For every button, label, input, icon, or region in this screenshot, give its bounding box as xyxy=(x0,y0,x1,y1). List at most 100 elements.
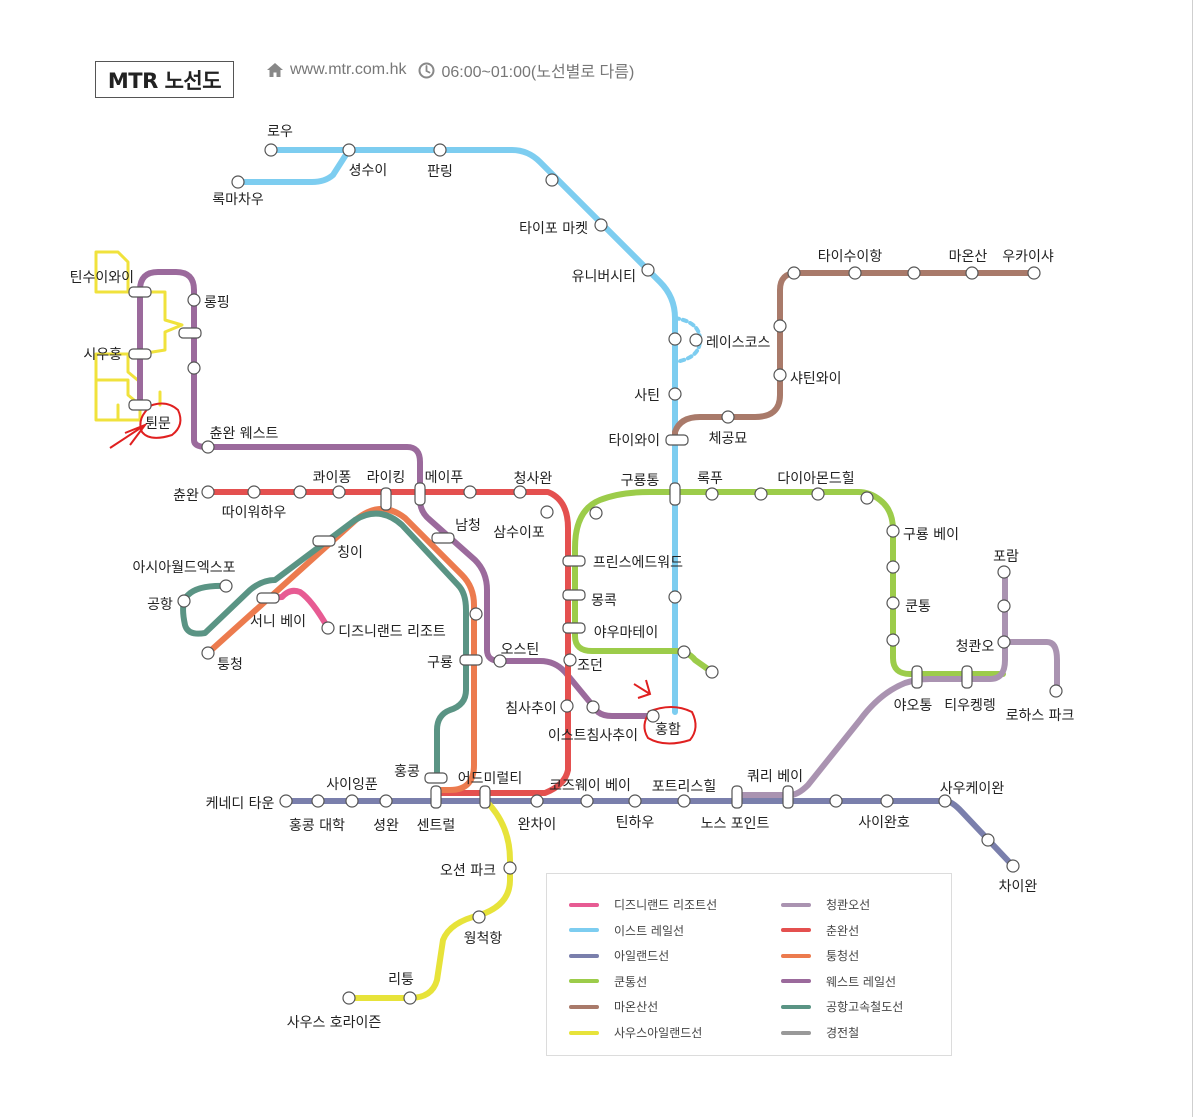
station-lowu xyxy=(264,143,278,157)
station-hunghom xyxy=(646,709,660,723)
label-racecourse: 레이스코스 xyxy=(706,335,771,351)
station-marker xyxy=(754,487,768,501)
station-admiralty xyxy=(479,785,491,809)
label-fortresshill: 포트리스힐 xyxy=(652,779,716,795)
station-quarrybay xyxy=(782,785,794,809)
legend-swatch xyxy=(781,953,811,958)
label-fanling: 판링 xyxy=(427,164,453,180)
label-kowloontong: 구룡통 xyxy=(621,473,660,489)
tung-chung-line xyxy=(205,506,477,793)
station-kowloontong xyxy=(669,482,681,506)
label-kowloon: 구룡 xyxy=(427,655,453,671)
legend-label: 쿤통선 xyxy=(614,974,648,989)
label-chaiwan: 차이완 xyxy=(999,879,1038,895)
station-marker xyxy=(668,332,682,346)
station-sheungwan xyxy=(379,794,393,808)
station-oceanpark xyxy=(503,861,517,875)
station-lohaspark xyxy=(1049,684,1063,698)
station-shatin xyxy=(668,387,682,401)
station-tuenmun xyxy=(128,399,152,411)
legend-label: 디즈니랜드 리조트선 xyxy=(614,898,718,912)
station-fortresshill xyxy=(677,794,691,808)
station-marker xyxy=(860,491,874,505)
station-leitung xyxy=(403,991,417,1005)
station-marker xyxy=(787,266,801,280)
label-meifoo: 메이푸 xyxy=(425,470,464,486)
annotations xyxy=(109,402,697,745)
legend-label: 아일랜드선 xyxy=(614,949,670,964)
station-tsimshatsui xyxy=(560,699,574,713)
label-sheungshui: 셩수이 xyxy=(349,163,388,179)
station-tiukengleng xyxy=(961,665,973,689)
label-tinshuiwai: 틴수이와이 xyxy=(70,270,134,286)
label-shamshuipo: 삼수이포 xyxy=(493,525,545,541)
label-admiralty: 어드미럴티 xyxy=(458,771,522,787)
legend-swatch xyxy=(781,979,811,984)
label-laiking: 라이킹 xyxy=(367,470,406,486)
legend-item: 웨스트 레일선 xyxy=(781,973,896,990)
station-shamshuipo xyxy=(540,505,554,519)
station-marker xyxy=(469,607,483,621)
label-hongkong: 홍콩 xyxy=(394,764,420,780)
label-taipo: 타이포 마켓 xyxy=(519,221,588,237)
label-sunnybay: 서니 베이 xyxy=(250,614,306,630)
station-eastsimshatsui xyxy=(586,700,600,714)
legend-swatch xyxy=(569,1030,599,1035)
station-taiwohau xyxy=(247,485,261,499)
airport-express-line xyxy=(180,510,469,781)
station-racecourse xyxy=(689,333,703,347)
station-marker xyxy=(705,665,719,679)
hung-hom-circle xyxy=(643,706,697,745)
station-taipo xyxy=(594,218,608,232)
station-shaukeiwan xyxy=(938,794,952,808)
ma-on-shan-line xyxy=(672,270,1037,441)
station-wongchukhang xyxy=(472,910,486,924)
hung-hom-arrow xyxy=(633,679,652,699)
station-kowloon xyxy=(459,654,483,666)
legend-label: 퉁청선 xyxy=(826,949,860,964)
label-shatinwai: 샤틴와이 xyxy=(790,371,842,387)
label-taiwai: 타이와이 xyxy=(608,433,660,449)
label-chekungtemple: 체공묘 xyxy=(709,431,748,447)
station-yautong xyxy=(911,665,923,689)
label-lokfu: 록푸 xyxy=(697,471,723,487)
label-kwaifong: 콰이퐁 xyxy=(313,470,352,486)
station-asiaworldexpo xyxy=(219,579,233,593)
legend-label: 이스트 레일선 xyxy=(614,923,685,938)
label-disneyland: 디즈니랜드 리조트 xyxy=(338,624,446,640)
legend-swatch xyxy=(781,902,811,907)
page-edge xyxy=(1192,0,1193,1117)
station-kwuntong xyxy=(886,596,900,610)
label-tsuenwanwest: 츈완 웨스트 xyxy=(210,426,279,442)
station-central xyxy=(430,785,442,809)
label-taiwohau: 따이워하우 xyxy=(222,505,287,521)
legend-swatch xyxy=(781,1004,811,1009)
website-link[interactable]: www.mtr.com.hk xyxy=(290,61,407,78)
legend-item: 춘완선 xyxy=(781,922,859,939)
station-tinhau xyxy=(628,794,642,808)
label-cheungshawan: 청사완 xyxy=(514,471,553,487)
station-marker xyxy=(677,645,691,659)
station-lokfu xyxy=(705,487,719,501)
station-polam xyxy=(997,565,1011,579)
stations xyxy=(128,143,1063,1005)
station-laiking xyxy=(380,487,392,511)
station-siuhong xyxy=(128,348,152,360)
label-shaukeiwan: 사우케이완 xyxy=(940,781,1005,797)
label-airport: 공항 xyxy=(147,597,173,613)
label-tsimshatsui: 침사추이 xyxy=(505,701,557,717)
station-wanchai xyxy=(530,794,544,808)
legend-item: 청콴오선 xyxy=(781,896,870,913)
station-tsuenwanwest xyxy=(201,440,215,454)
tseung-kwan-o-line xyxy=(734,569,1060,798)
station-marker xyxy=(773,319,787,333)
label-lowu: 로우 xyxy=(267,124,293,140)
station-austin xyxy=(493,654,507,668)
label-wanchai: 완차이 xyxy=(518,817,557,833)
light-rail-line xyxy=(94,250,184,422)
legend-label: 경전철 xyxy=(826,1026,860,1040)
station-saiwanho xyxy=(880,794,894,808)
station-hongkong xyxy=(424,772,448,784)
tuen-mun-circle xyxy=(139,402,182,439)
